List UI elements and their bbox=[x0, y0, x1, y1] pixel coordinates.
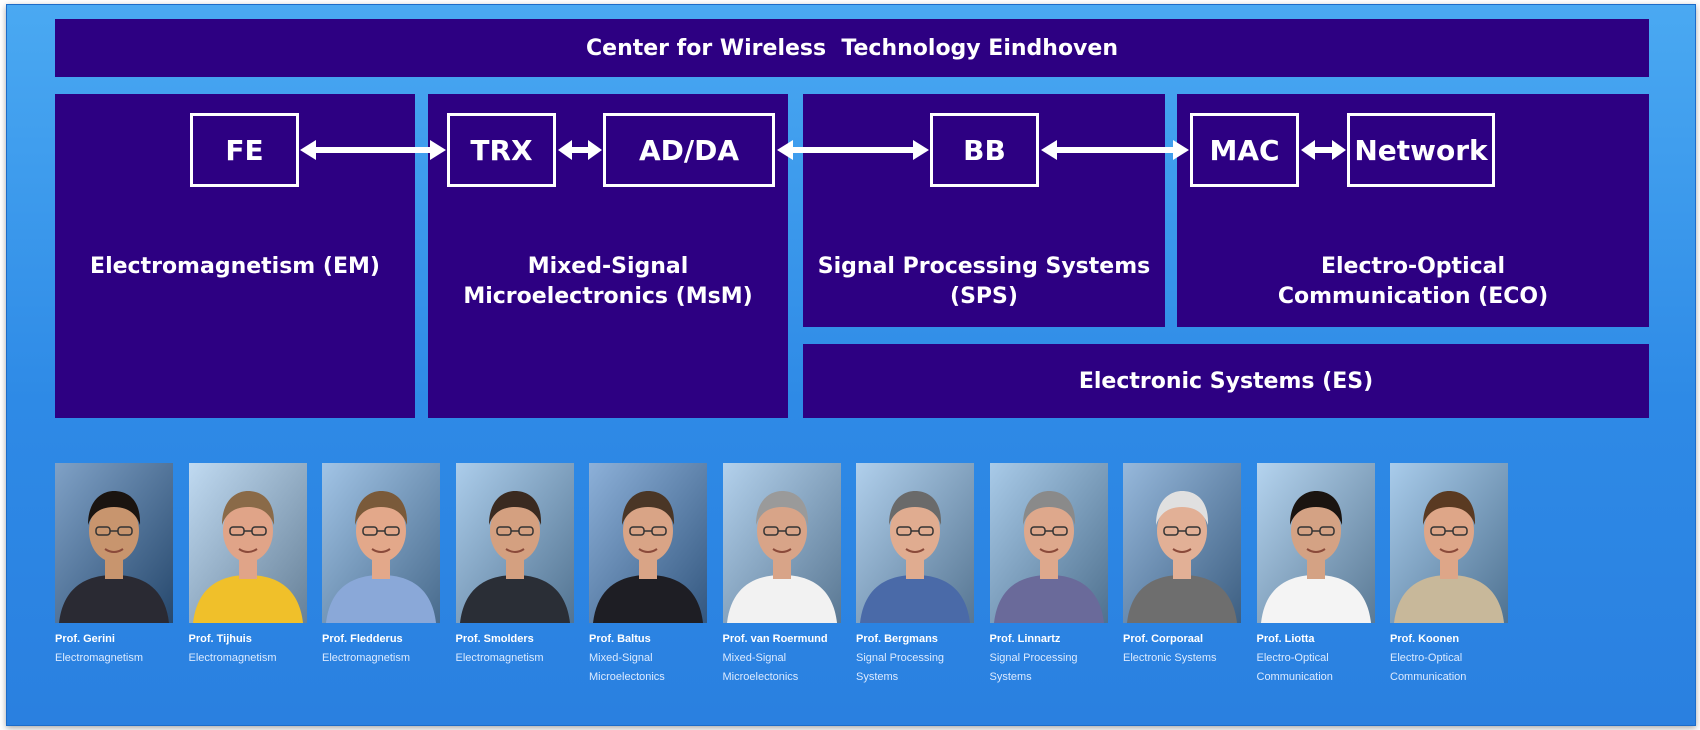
professor-name: Prof. Baltus bbox=[589, 633, 651, 645]
professor-field: Electromagnetism bbox=[322, 652, 411, 664]
professor-field: Microelectonics bbox=[722, 671, 799, 683]
professor-field: Signal Processing bbox=[989, 652, 1078, 664]
professor-name: Prof. Gerini bbox=[55, 633, 115, 645]
professor-name: Prof. van Roermund bbox=[722, 633, 828, 645]
portrait-photo bbox=[1390, 463, 1508, 623]
group-sps-label-line1: Signal Processing Systems bbox=[817, 254, 1151, 279]
arrow-adda-bb bbox=[777, 140, 929, 160]
portrait-photo bbox=[1123, 463, 1241, 623]
group-em-label: Electromagnetism (EM) bbox=[90, 254, 380, 279]
professor-field: Systems bbox=[856, 671, 899, 683]
professor-field: Microelectonics bbox=[589, 671, 665, 683]
group-sps: Signal Processing Systems (SPS) bbox=[803, 94, 1165, 327]
professor-field: Communication bbox=[1256, 671, 1333, 683]
group-msm: Mixed-Signal Microelectronics (MsM) bbox=[428, 94, 788, 418]
portrait-photo bbox=[322, 463, 440, 623]
professor-field: Systems bbox=[989, 671, 1032, 683]
group-eco-label-line1: Electro-Optical bbox=[1320, 254, 1506, 279]
portrait-photo bbox=[55, 463, 173, 623]
group-sps-label-line2: (SPS) bbox=[950, 284, 1018, 309]
professor-name: Prof. Tijhuis bbox=[188, 633, 252, 645]
portrait-photo bbox=[856, 463, 974, 623]
professor-field: Electro-Optical bbox=[1256, 652, 1329, 664]
fe-block: FE bbox=[190, 113, 299, 187]
group-eco-label-line2: Communication (ECO) bbox=[1277, 284, 1549, 309]
mac-block: MAC bbox=[1190, 113, 1299, 187]
trx-block: TRX bbox=[447, 113, 556, 187]
professor-name: Prof. Bergmans bbox=[856, 633, 938, 645]
professor-name: Prof. Corporaal bbox=[1123, 633, 1204, 645]
professor-field: Electromagnetism bbox=[455, 652, 544, 664]
adda-block: AD/DA bbox=[603, 113, 775, 187]
center-title: Center for Wireless Technology Eindhoven bbox=[55, 19, 1649, 77]
connection-arrows bbox=[300, 140, 1346, 160]
portrait-photo bbox=[188, 463, 307, 623]
arrow-fe-trx bbox=[300, 140, 446, 160]
group-eco: Electro-Optical Communication (ECO) bbox=[1177, 94, 1649, 327]
bb-block: BB bbox=[930, 113, 1039, 187]
professor-name: Prof. Fledderus bbox=[322, 633, 403, 645]
professor-field: Communication bbox=[1390, 671, 1467, 683]
diagram-frame: Center for Wireless Technology Eindhoven… bbox=[6, 4, 1696, 726]
professor-field: Mixed-Signal bbox=[589, 652, 653, 664]
portrait-photo bbox=[989, 463, 1108, 623]
professor-name: Prof. Smolders bbox=[455, 633, 534, 645]
group-es: Electronic Systems (ES) bbox=[803, 344, 1649, 418]
portrait-photo bbox=[722, 463, 841, 623]
professor-name: Prof. Liotta bbox=[1256, 633, 1315, 645]
professor-field: Electromagnetism bbox=[188, 652, 277, 664]
professor-field: Electronic Systems bbox=[1123, 652, 1217, 664]
professor-name: Prof. Koonen bbox=[1390, 633, 1460, 645]
professor-field: Mixed-Signal bbox=[722, 652, 787, 664]
professor-name: Prof. Linnartz bbox=[989, 633, 1061, 645]
group-msm-label-line1: Mixed-Signal bbox=[527, 254, 689, 279]
professor-field: Electro-Optical bbox=[1390, 652, 1463, 664]
arrow-bb-mac bbox=[1041, 140, 1189, 160]
arrow-trx-adda bbox=[558, 140, 602, 160]
professor-field: Signal Processing bbox=[856, 652, 945, 664]
professor-field: Electromagnetism bbox=[55, 652, 144, 664]
network-block: Network bbox=[1347, 113, 1495, 187]
portrait-photo bbox=[589, 463, 707, 623]
group-msm-label-line2: Microelectronics (MsM) bbox=[463, 284, 753, 309]
portrait-photo bbox=[455, 463, 574, 623]
arrow-mac-network bbox=[1301, 140, 1346, 160]
portrait-photo bbox=[1256, 463, 1375, 623]
